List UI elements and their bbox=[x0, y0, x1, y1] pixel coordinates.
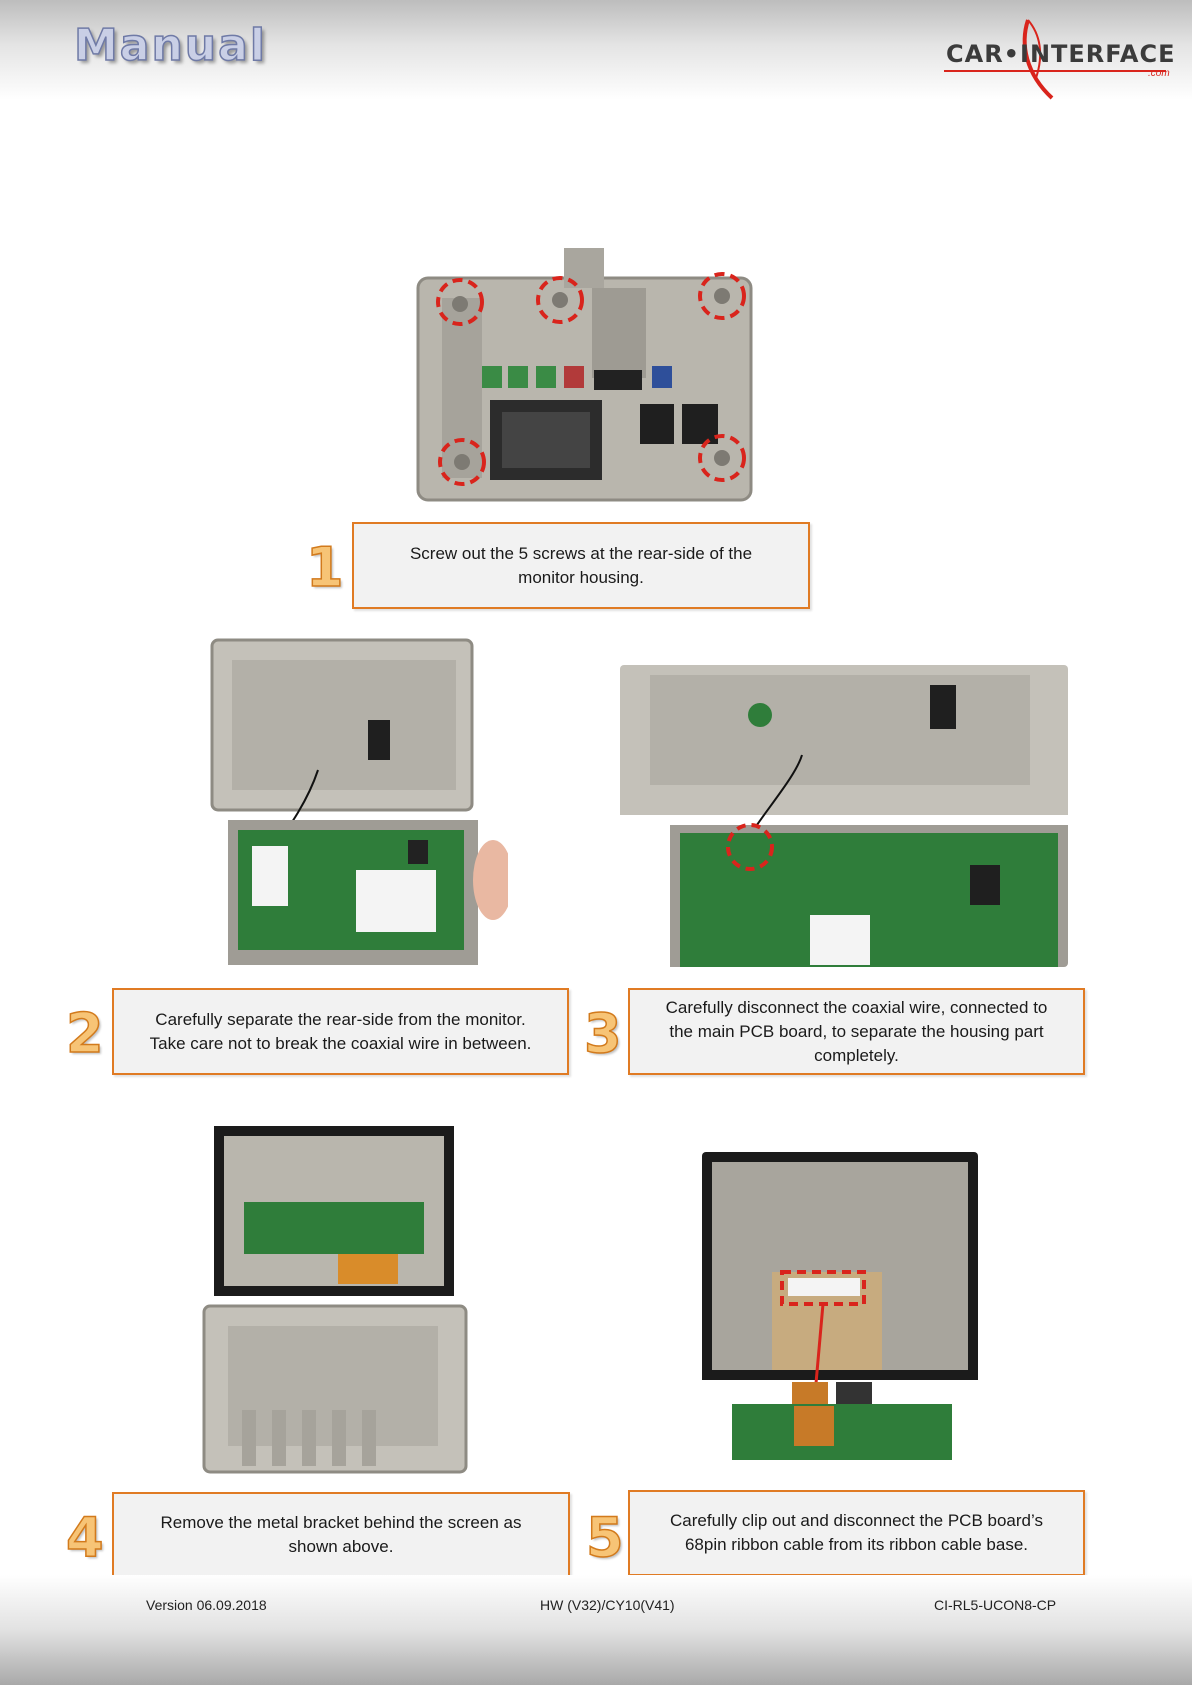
step-2-caption-line: Take care not to break the coaxial wire … bbox=[149, 1033, 532, 1053]
step-2-caption: Carefully separate the rear-side from th… bbox=[112, 988, 569, 1075]
step-3-caption: Carefully disconnect the coaxial wire, c… bbox=[628, 988, 1085, 1075]
step-3-caption-line: the main PCB board, to separate the hous… bbox=[669, 1021, 1044, 1041]
step-1-caption: Screw out the 5 screws at the rear-side … bbox=[352, 522, 810, 609]
step-5-caption-line: 68pin ribbon cable from its ribbon cable… bbox=[684, 1535, 1029, 1554]
header-band bbox=[0, 0, 1192, 100]
step-4-caption: Remove the metal bracket behind the scre… bbox=[112, 1492, 570, 1578]
photo-metal-bracket bbox=[152, 1120, 540, 1478]
step-2-caption-line: Carefully separate the rear-side from th… bbox=[155, 1009, 526, 1029]
logo-text: CAR•INTERFACE bbox=[946, 40, 1176, 68]
step-number-1: 1 bbox=[305, 535, 344, 600]
logo-underline bbox=[944, 70, 1166, 72]
photo-ribbon-cable bbox=[702, 1152, 978, 1464]
step-number-2: 2 bbox=[65, 1001, 104, 1066]
step-3-caption-line: Carefully disconnect the coaxial wire, c… bbox=[665, 997, 1048, 1017]
car-interface-logo: CAR•INTERFACE .com bbox=[940, 14, 1175, 100]
step-1-caption-line: Screw out the 5 screws at the rear-side … bbox=[409, 543, 753, 563]
step-1-caption-line: monitor housing. bbox=[518, 567, 644, 587]
step-4-caption-line: shown above. bbox=[288, 1537, 394, 1556]
footer-product-code: CI-RL5-UCON8-CP bbox=[934, 1597, 1057, 1613]
footer-version: Version 06.09.2018 bbox=[146, 1597, 267, 1613]
step-number-3: 3 bbox=[583, 1001, 622, 1066]
footer-hardware: HW (V32)/CY10(V41) bbox=[540, 1597, 675, 1613]
step-4-caption-line: Remove the metal bracket behind the scre… bbox=[160, 1513, 522, 1532]
step-3-caption-line: completely. bbox=[814, 1045, 899, 1065]
logo-suffix: .com bbox=[1148, 68, 1170, 79]
step-number-4: 4 bbox=[65, 1505, 104, 1570]
photo-separate-rear bbox=[168, 630, 508, 970]
page-title: Manual bbox=[73, 19, 267, 72]
step-5-caption-line: Carefully clip out and disconnect the PC… bbox=[670, 1511, 1043, 1530]
step-number-5: 5 bbox=[585, 1505, 624, 1570]
photo-rear-housing bbox=[412, 248, 757, 508]
step-5-caption: Carefully clip out and disconnect the PC… bbox=[628, 1490, 1085, 1576]
footer-band bbox=[0, 1575, 1192, 1685]
photo-coaxial-wire bbox=[620, 665, 1068, 967]
